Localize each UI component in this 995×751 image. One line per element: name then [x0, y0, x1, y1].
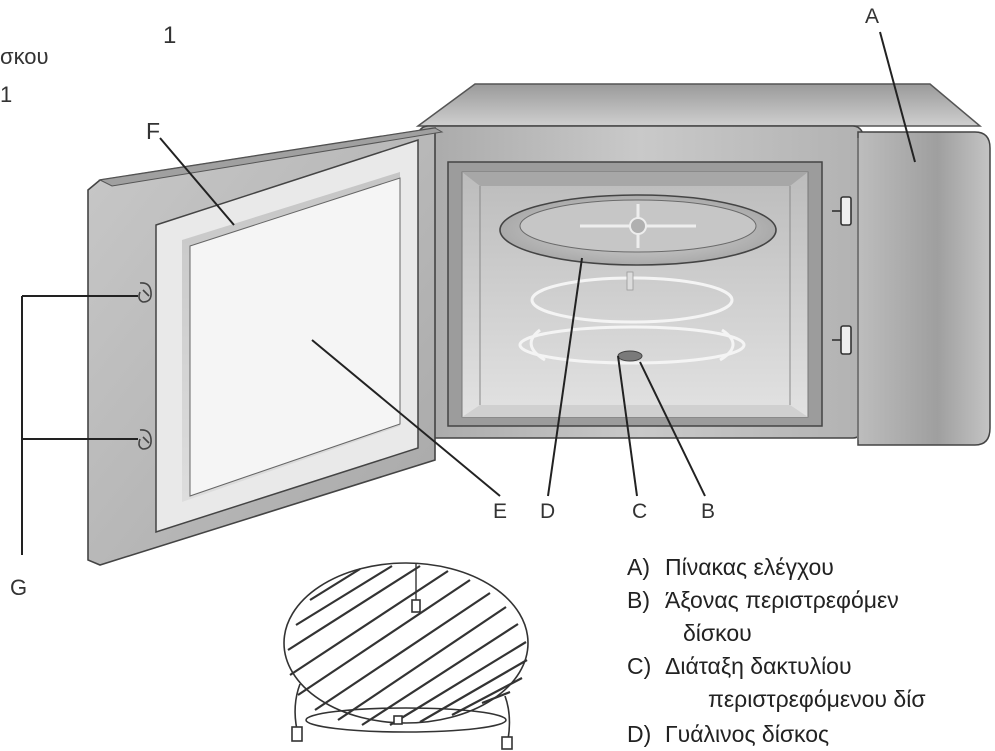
legend-item-d: D) Γυάλινος δίσκος — [627, 720, 829, 751]
grill-rack — [283, 562, 529, 750]
callout-g: G — [10, 575, 28, 600]
glass-turntable — [499, 194, 777, 266]
legend-item-b-cont: δίσκου — [683, 620, 752, 646]
legend-item-a: A) Πίνακας ελέγχου — [627, 553, 834, 581]
callout-d: D — [540, 500, 556, 523]
callout-c: C — [632, 500, 648, 523]
legend-key: A) — [627, 554, 650, 580]
callout-a: A — [865, 5, 880, 28]
legend-key: C) — [627, 653, 652, 679]
cut-text-line1: σκου — [0, 44, 49, 69]
callout-e: E — [493, 500, 508, 523]
door — [87, 127, 444, 566]
legend-item-b: B) Άξονας περιστρεφόμεν — [627, 586, 899, 614]
cut-text-line2: 1 — [0, 82, 13, 107]
door-hooks — [138, 282, 152, 450]
leader-lines — [21, 31, 916, 555]
legend-item-c: C) Διάταξη δακτυλίου — [627, 652, 852, 680]
legend-text: Άξονας περιστρεφόμεν — [665, 587, 899, 613]
figure-number: 1 — [163, 22, 177, 49]
callout-f: F — [146, 118, 161, 144]
legend-text: Γυάλινος δίσκος — [665, 721, 830, 747]
legend-key: B) — [627, 587, 650, 613]
callout-b: B — [701, 500, 716, 523]
legend-text: Διάταξη δακτυλίου — [665, 653, 852, 679]
legend-text: Πίνακας ελέγχου — [665, 554, 834, 580]
control-panel — [857, 131, 991, 446]
legend-key: D) — [627, 721, 652, 747]
legend-item-c-cont: περιστρεφόμενου δίσ — [708, 686, 926, 712]
latch-receivers — [832, 196, 852, 355]
